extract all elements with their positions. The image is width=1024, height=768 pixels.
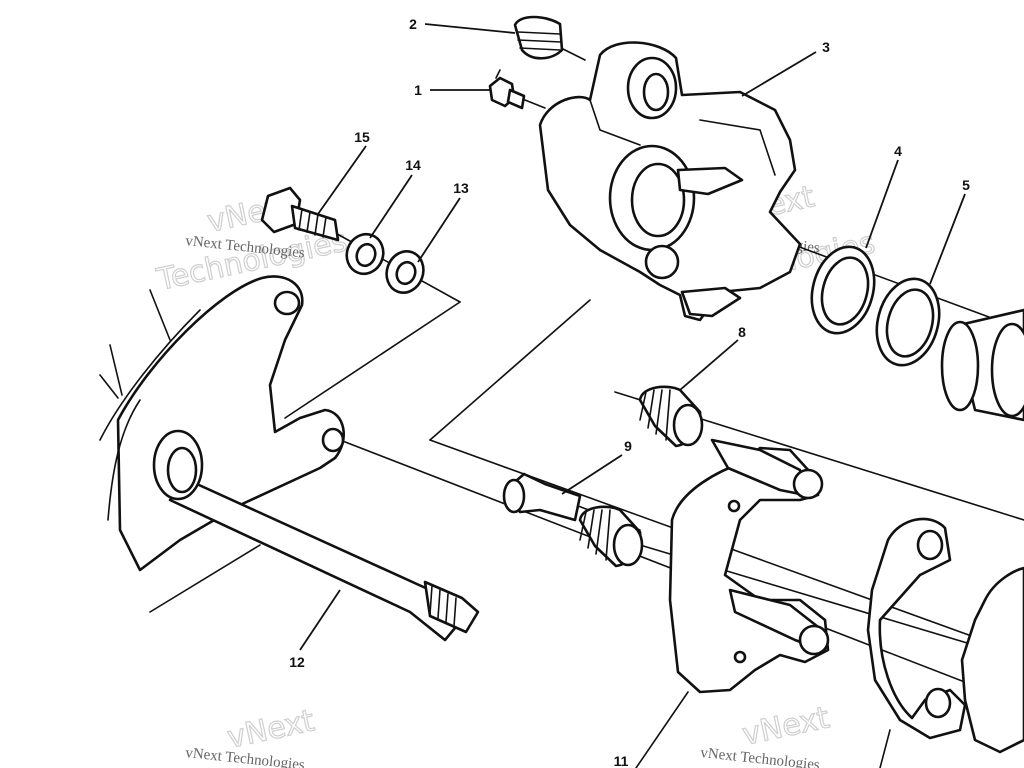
watermark-big-3a: vNext — [224, 703, 317, 756]
callout-3: 3 — [822, 39, 830, 55]
washer-13 — [385, 250, 425, 294]
callout-11: 11 — [614, 753, 629, 768]
pin-12 — [149, 429, 480, 642]
leader-lines — [299, 23, 966, 651]
callout-12: 12 — [289, 654, 305, 670]
brake-pad-inner — [960, 566, 1024, 754]
watermark-big-4a: vNext — [739, 700, 832, 753]
seal-4 — [810, 245, 876, 335]
callout-14: 14 — [405, 157, 421, 173]
callout-13: 13 — [453, 180, 469, 196]
bolt-15 — [260, 186, 340, 242]
spring-9 — [578, 505, 644, 568]
caliper-3 — [538, 41, 802, 322]
callout-5: 5 — [962, 177, 970, 193]
callout-8: 8 — [738, 324, 746, 340]
callout-9: 9 — [624, 438, 632, 454]
plug-2 — [513, 15, 564, 60]
callout-1: 1 — [414, 82, 422, 98]
callout-15: 15 — [354, 129, 370, 145]
seal-5 — [875, 277, 941, 367]
callout-2: 2 — [409, 16, 417, 32]
brake-pad-outer — [866, 517, 967, 768]
lock-washer-14 — [345, 232, 385, 276]
bleeder-valve-1 — [488, 69, 526, 110]
piston — [940, 308, 1024, 422]
spring-8 — [638, 385, 704, 448]
callout-4: 4 — [894, 143, 902, 159]
mounting-bracket-11 — [635, 438, 830, 768]
pin-9 — [502, 472, 582, 522]
callout-labels: 2 1 3 15 14 13 4 5 8 9 12 11 — [289, 16, 970, 768]
frame-bracket — [99, 275, 345, 572]
